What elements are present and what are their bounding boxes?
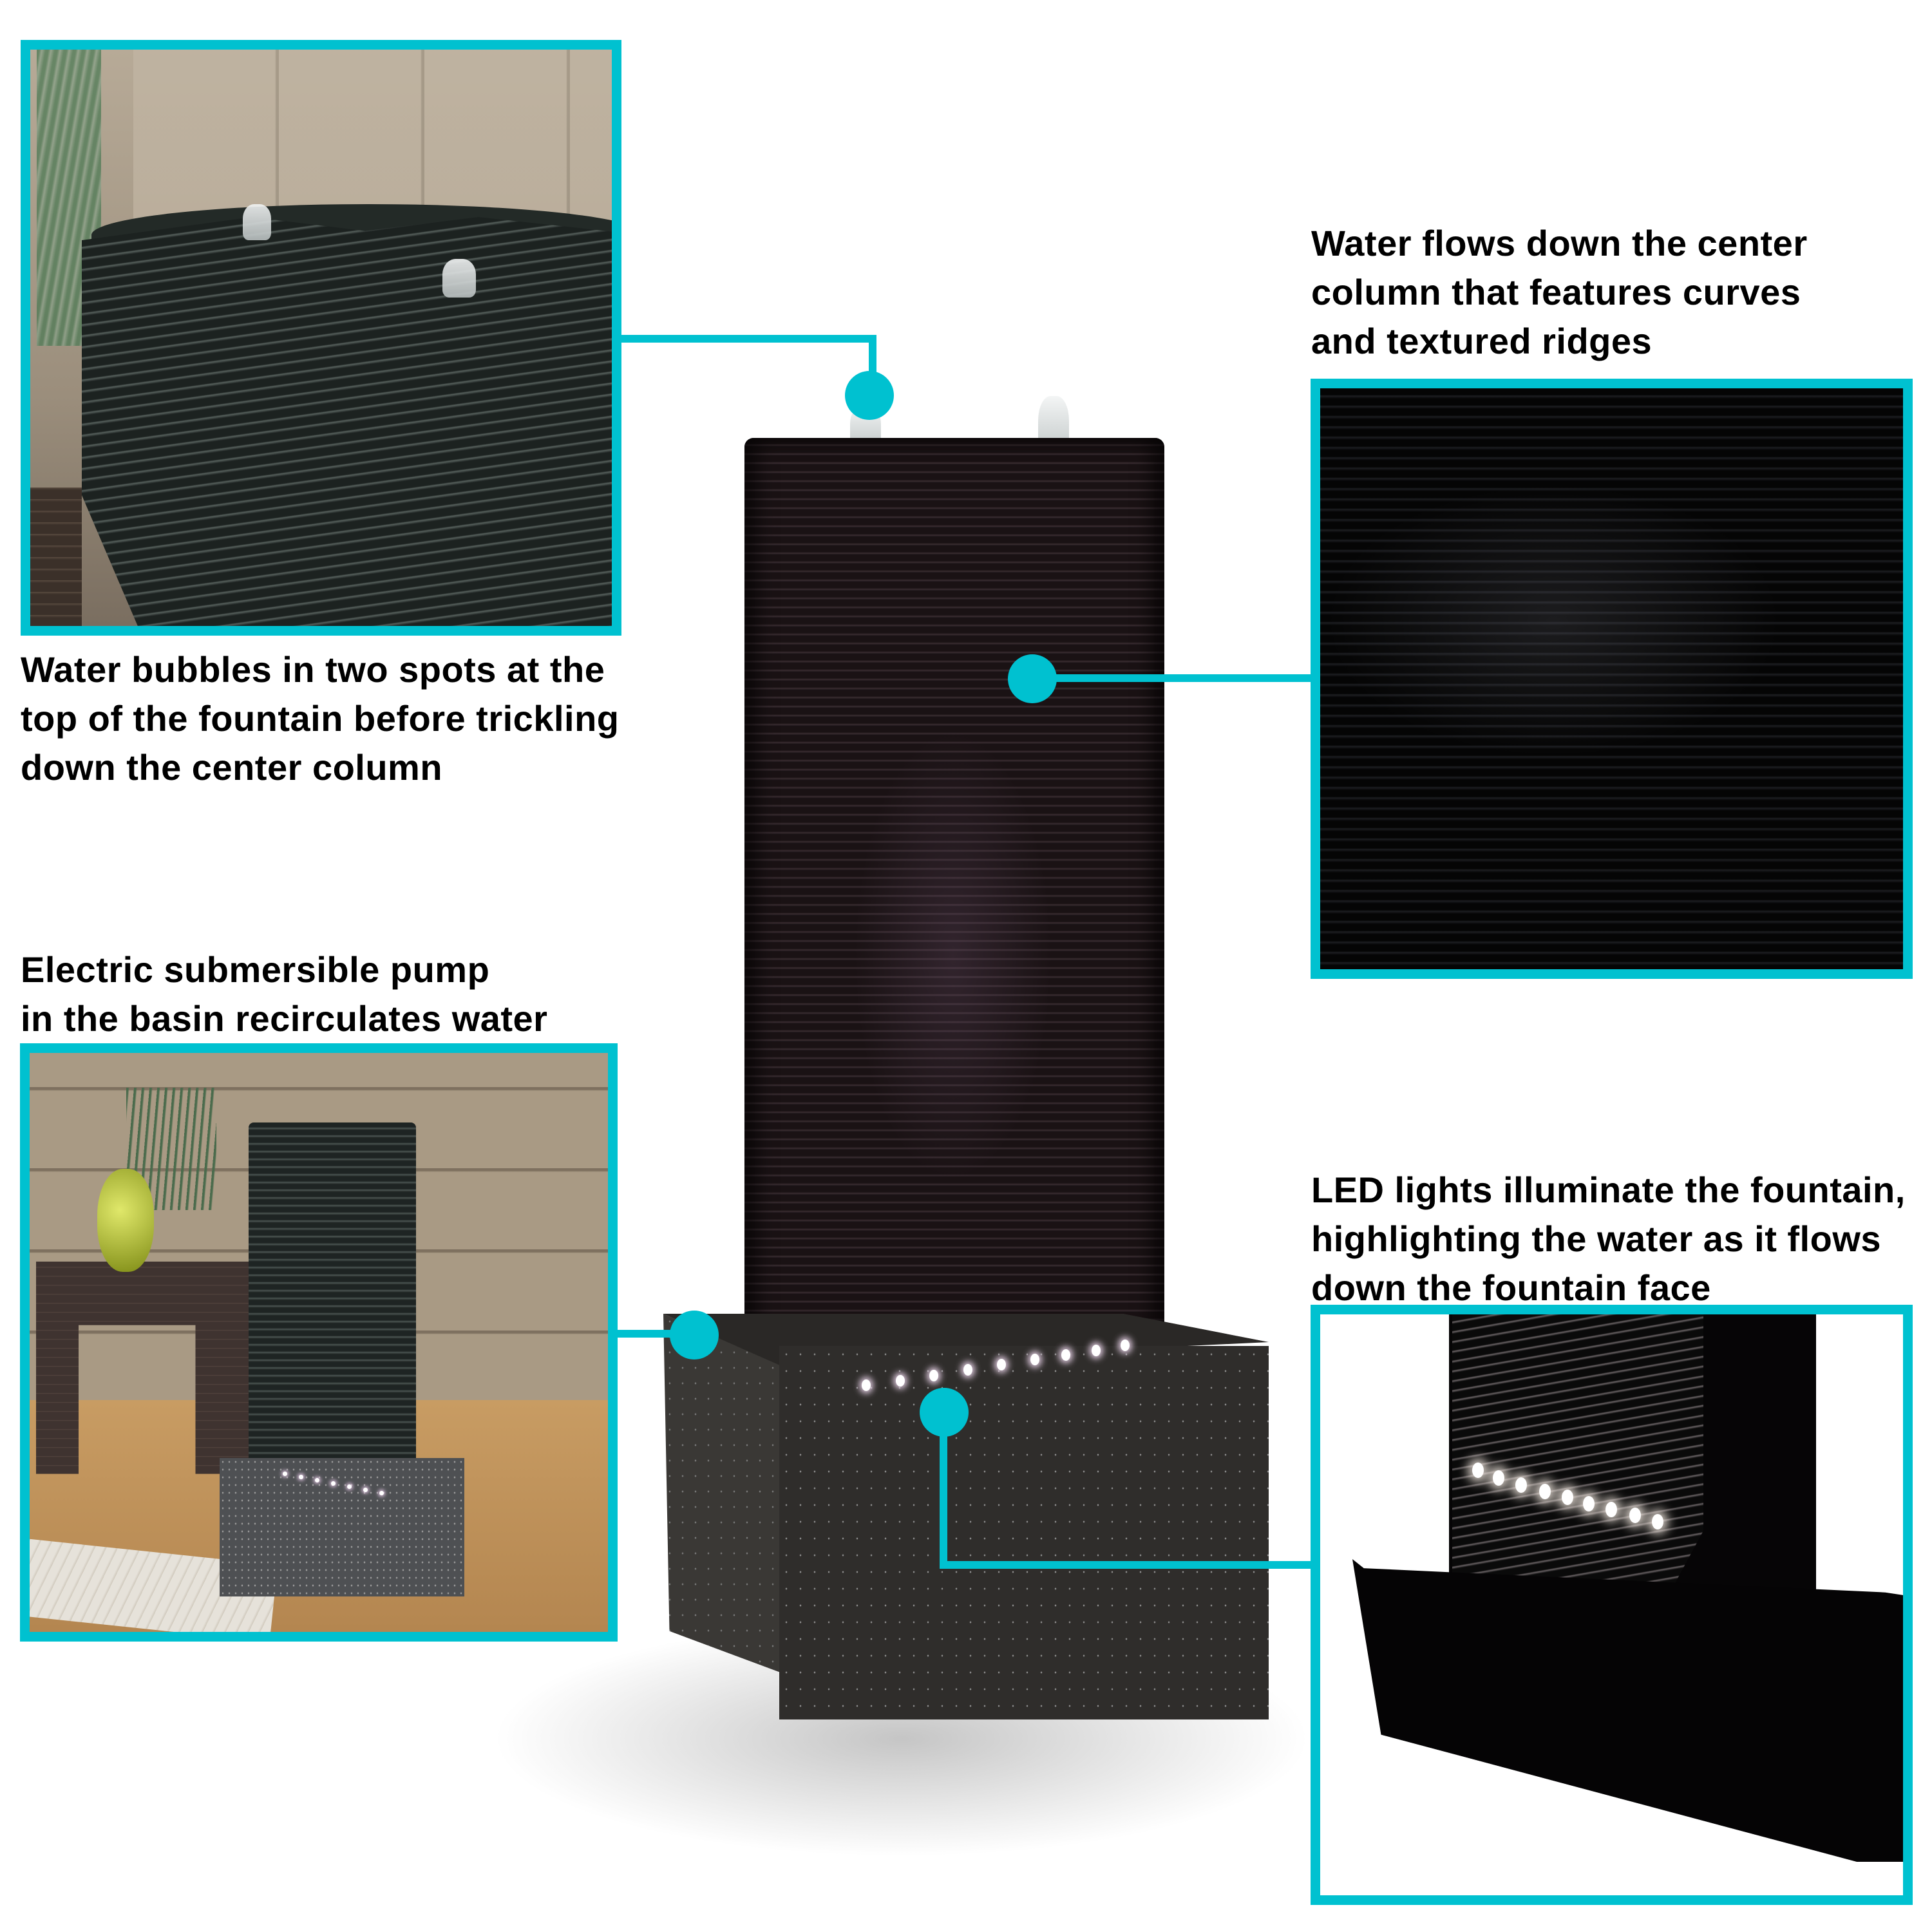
- led-light: [331, 1481, 336, 1486]
- led-light: [1562, 1490, 1573, 1505]
- led-light: [929, 1370, 938, 1381]
- led-light: [1515, 1477, 1527, 1493]
- photo-frame-bottom-right: [1311, 1305, 1913, 1905]
- led-light: [1539, 1484, 1551, 1499]
- textured-ridges-closeup: [1320, 388, 1903, 969]
- callout-caption-top-right: Water flows down the center column that …: [1311, 223, 1808, 361]
- fountain-basin: [220, 1458, 464, 1597]
- basin-side: [663, 1314, 786, 1674]
- column-sheen: [773, 502, 1133, 1327]
- connector-line: [618, 1330, 682, 1338]
- bubbler-right: [442, 259, 476, 298]
- pineapple-lantern: [97, 1168, 154, 1272]
- led-light: [1472, 1463, 1484, 1478]
- led-light: [896, 1375, 905, 1387]
- led-light: [1629, 1508, 1641, 1523]
- led-light: [1061, 1349, 1070, 1361]
- fountain-column: [249, 1122, 416, 1509]
- photo-frame-top-left: [21, 40, 621, 636]
- bubbler-left: [243, 204, 271, 240]
- photo-frame-bottom-left: [20, 1043, 618, 1642]
- water-highlight: [1320, 388, 1903, 969]
- callout-caption-bottom-left: Electric submersible pump in the basin r…: [21, 949, 548, 1039]
- connector-line: [940, 1561, 1313, 1569]
- led-light: [1652, 1514, 1663, 1530]
- basin-front: [779, 1346, 1269, 1719]
- led-light: [862, 1379, 871, 1391]
- fountain-curved-top: [82, 217, 612, 626]
- callout-marker-dot: [845, 371, 894, 420]
- led-light: [1605, 1502, 1617, 1517]
- connector-line: [621, 335, 876, 343]
- connector-line: [1050, 674, 1314, 682]
- led-light: [963, 1364, 972, 1376]
- led-light: [379, 1491, 384, 1495]
- led-light: [1583, 1496, 1595, 1511]
- led-light: [1493, 1470, 1504, 1486]
- photo-frame-top-right: [1311, 379, 1913, 979]
- led-light: [363, 1488, 368, 1492]
- callout-caption-bottom-right: LED lights illuminate the fountain, high…: [1311, 1170, 1906, 1308]
- callout-marker-dot: [1008, 654, 1057, 703]
- callout-marker-dot: [670, 1311, 719, 1359]
- led-light: [1121, 1340, 1130, 1351]
- led-light: [299, 1475, 303, 1479]
- led-light: [315, 1478, 319, 1482]
- fountain-basin-night: [1352, 1559, 1903, 1862]
- wicker-furniture: [30, 488, 82, 626]
- led-light: [1092, 1345, 1101, 1356]
- callout-caption-top-left: Water bubbles in two spots at the top of…: [21, 649, 620, 788]
- fountain-center-column: [744, 438, 1164, 1333]
- led-light: [997, 1359, 1006, 1370]
- led-light: [1030, 1354, 1039, 1365]
- led-light: [283, 1472, 287, 1476]
- led-light: [347, 1484, 352, 1489]
- connector-line: [940, 1423, 947, 1568]
